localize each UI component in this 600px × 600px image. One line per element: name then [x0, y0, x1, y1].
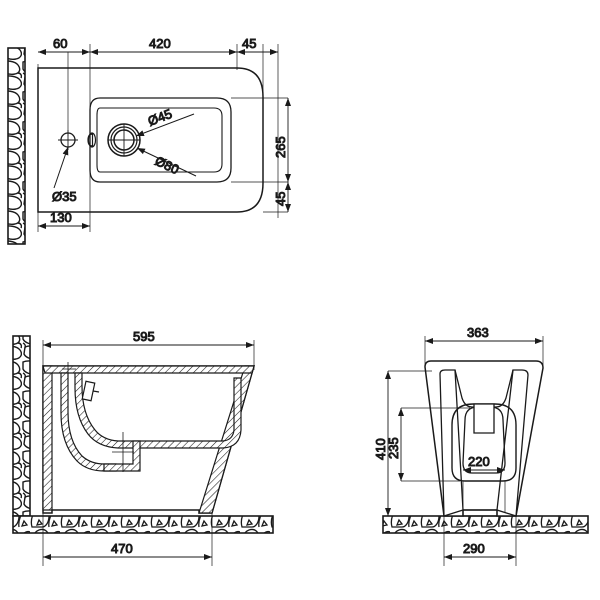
- top-view-bowl-outline: [89, 97, 232, 183]
- callout-d80: Ø80: [153, 153, 182, 177]
- wall-hatch-side-view: [12, 335, 31, 517]
- svg-text:363: 363: [467, 325, 489, 340]
- top-view-dim-60: 60: [38, 36, 90, 55]
- drain-assembly: [107, 123, 141, 157]
- svg-text:265: 265: [273, 136, 288, 158]
- top-view: Ø45 Ø80 Ø35 60 420: [7, 36, 291, 245]
- callout-d45: Ø45: [146, 106, 174, 129]
- svg-text:235: 235: [386, 437, 401, 459]
- top-view-body-outline: [37, 67, 264, 213]
- top-view-dim-265: 265: [273, 98, 291, 182]
- front-view-centre-tab: [473, 403, 495, 434]
- top-view-dim-420: 420: [90, 36, 237, 55]
- side-view-dim-595: 595: [43, 329, 254, 348]
- svg-text:470: 470: [111, 541, 133, 556]
- front-view-right-leg: [496, 369, 529, 517]
- svg-text:45: 45: [273, 192, 288, 206]
- svg-text:410: 410: [373, 438, 388, 460]
- front-view-base-plinth: [462, 509, 498, 517]
- svg-text:220: 220: [468, 454, 490, 469]
- side-view-inlet-fitting: [81, 380, 100, 402]
- svg-text:290: 290: [463, 541, 485, 556]
- side-view: 595 470: [12, 329, 274, 566]
- leader-d35: [53, 146, 69, 189]
- svg-text:60: 60: [53, 36, 67, 51]
- top-view-dim-45v: 45: [273, 182, 291, 212]
- front-view-dim-220: 220: [463, 454, 505, 473]
- side-view-back-wall-section: [42, 365, 53, 511]
- callout-d35: Ø35: [52, 189, 77, 204]
- side-view-trough-bottom: [103, 440, 141, 472]
- overflow-slot-outline: [87, 132, 97, 148]
- top-view-dim-130: 130: [38, 210, 90, 229]
- side-view-rim-section: [42, 365, 255, 374]
- leader-d45: [135, 113, 195, 137]
- front-view-dim-235: 235: [386, 408, 404, 481]
- front-view-dim-363: 363: [425, 325, 543, 344]
- side-view-bowl-section: [74, 372, 242, 449]
- svg-text:420: 420: [149, 36, 171, 51]
- top-view-dim-45: 45: [237, 36, 278, 55]
- top-view-bowl-bevel: [96, 107, 223, 173]
- front-view-dim-410: 410: [373, 371, 391, 516]
- svg-text:595: 595: [133, 329, 155, 344]
- side-view-dim-470: 470: [43, 541, 212, 560]
- svg-text:45: 45: [242, 36, 256, 51]
- front-view-dim-290: 290: [444, 541, 516, 560]
- side-view-centre-marks: [62, 362, 134, 472]
- floor-hatch-front-view: [382, 515, 589, 534]
- svg-text:130: 130: [50, 210, 72, 225]
- floor-hatch-side-view: [12, 515, 274, 534]
- front-view-bowl-aperture-outer: [451, 403, 517, 482]
- top-view-extension-lines: [37, 44, 288, 232]
- wall-hatch-top-view: [7, 47, 26, 245]
- leader-d80: [136, 147, 197, 177]
- front-view: 363 290 410 235 220: [373, 325, 589, 566]
